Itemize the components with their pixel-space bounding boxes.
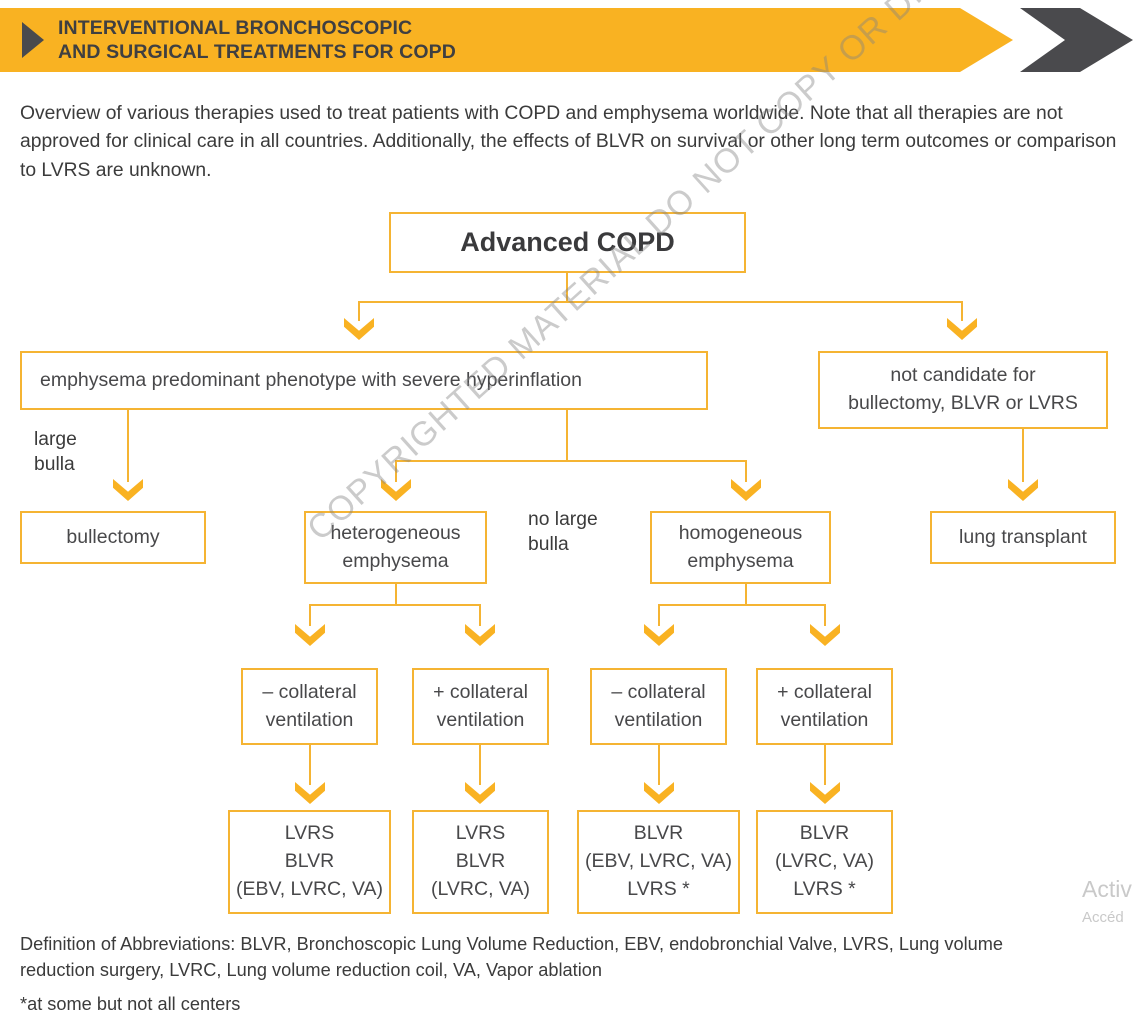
connector-hetero-drop [395, 460, 397, 482]
connector-homo-stem [745, 584, 747, 606]
header-banner: INTERVENTIONAL BRONCHOSCOPIC AND SURGICA… [0, 8, 1135, 72]
chevron-down-icon [465, 624, 495, 646]
chevron-down-icon [465, 782, 495, 804]
edge-label-no-large-bulla: no large bulla [528, 509, 598, 555]
connector-center-stem [566, 410, 568, 462]
chevron-down-icon [731, 479, 761, 501]
connector-cv4-drop [824, 604, 826, 626]
connector-homo-drop [745, 460, 747, 482]
connector-center-bus [395, 460, 747, 462]
node-outcome-lvrs-blvr-ebv-lvrc-va: LVRS BLVR (EBV, LVRC, VA) [228, 810, 391, 914]
windows-watermark-line1: Activ [1082, 876, 1132, 902]
chevron-down-icon [644, 782, 674, 804]
chevron-down-icon [644, 624, 674, 646]
connector-out4-stem [824, 745, 826, 785]
connector-root-bus [358, 301, 963, 303]
chevron-down-icon [344, 318, 374, 340]
banner-arrow-shape [0, 8, 1013, 72]
connector-hetero-bus [309, 604, 481, 606]
node-negative-collateral-ventilation-homo: – collateral ventilation [590, 668, 727, 745]
abbreviations-text: Definition of Abbreviations: BLVR, Bronc… [20, 934, 1004, 980]
connector-root-right-drop [961, 301, 963, 321]
node-bullectomy: bullectomy [20, 511, 206, 564]
node-homogeneous-emphysema: homogeneous emphysema [650, 511, 831, 584]
edge-label-large-bulla: large bulla [34, 429, 77, 475]
connector-homo-bus [658, 604, 826, 606]
chevron-down-icon [810, 782, 840, 804]
connector-out1-stem [309, 745, 311, 785]
connector-bullectomy-stem [127, 410, 129, 482]
connector-cv3-drop [658, 604, 660, 626]
connector-root-left-drop [358, 301, 360, 321]
intro-paragraph: Overview of various therapies used to tr… [20, 103, 1117, 181]
windows-watermark-line2: Accéd [1082, 908, 1124, 926]
node-advanced-copd: Advanced COPD [389, 212, 746, 273]
page-title: INTERVENTIONAL BRONCHOSCOPIC AND SURGICA… [58, 17, 456, 63]
node-outcome-lvrs-blvr-lvrc-va: LVRS BLVR (LVRC, VA) [412, 810, 549, 914]
connector-hetero-stem [395, 584, 397, 606]
connector-cv1-drop [309, 604, 311, 626]
chevron-down-icon [1008, 479, 1038, 501]
chevron-down-icon [381, 479, 411, 501]
connector-cv2-drop [479, 604, 481, 626]
node-negative-collateral-ventilation-hetero: – collateral ventilation [241, 668, 378, 745]
connector-out3-stem [658, 745, 660, 785]
connector-root-stem [566, 273, 568, 303]
chevron-down-icon [295, 782, 325, 804]
chevron-down-icon [295, 624, 325, 646]
connector-transplant-stem [1022, 429, 1024, 482]
node-heterogeneous-emphysema: heterogeneous emphysema [304, 511, 487, 584]
node-positive-collateral-ventilation-hetero: + collateral ventilation [412, 668, 549, 745]
connector-out2-stem [479, 745, 481, 785]
node-emphysema-phenotype: emphysema predominant phenotype with sev… [20, 351, 708, 410]
node-positive-collateral-ventilation-homo: + collateral ventilation [756, 668, 893, 745]
node-outcome-blvr-lvrc-va-lvrs: BLVR (LVRC, VA) LVRS * [756, 810, 893, 914]
chevron-down-icon [810, 624, 840, 646]
node-outcome-blvr-ebv-lvrc-va-lvrs: BLVR (EBV, LVRC, VA) LVRS * [577, 810, 740, 914]
node-not-candidate: not candidate for bullectomy, BLVR or LV… [818, 351, 1108, 429]
node-lung-transplant: lung transplant [930, 511, 1116, 564]
footnote-text: *at some but not all centers [20, 994, 241, 1014]
chevron-down-icon [947, 318, 977, 340]
chevron-down-icon [113, 479, 143, 501]
windows-activation-watermark: Activ Accéd [1082, 872, 1132, 929]
